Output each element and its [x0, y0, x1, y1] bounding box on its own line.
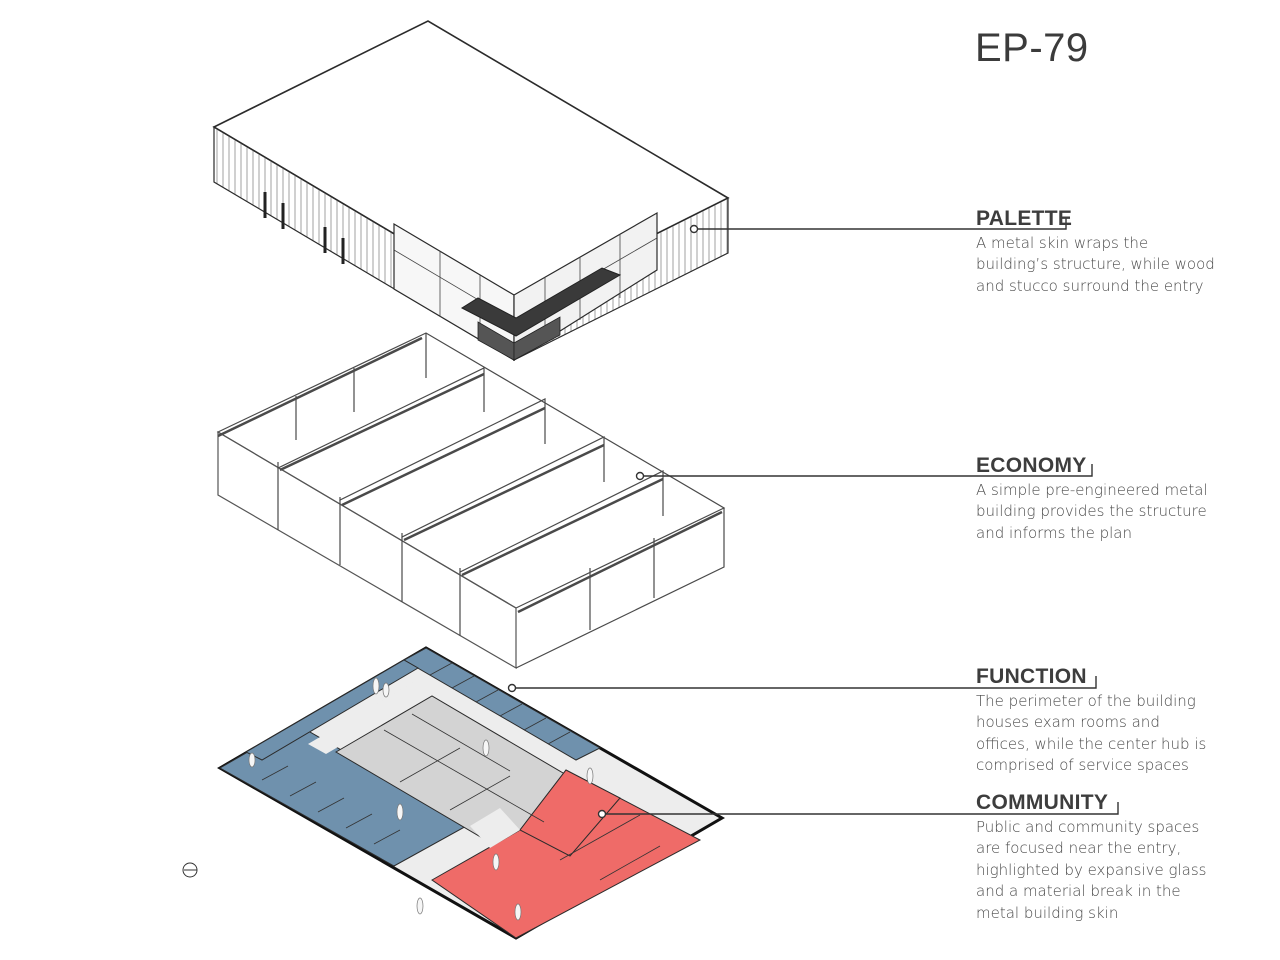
callout-dot-icon [689, 224, 699, 234]
callout-dot-icon [635, 471, 645, 481]
callout-dot-icon [507, 683, 517, 693]
callout-dot-icon [597, 809, 607, 819]
leader-economy [644, 464, 1093, 477]
note-community: COMMUNITY Public and community spaces ar… [976, 791, 1266, 924]
building-shell [212, 20, 730, 362]
note-palette: PALETTE A metal skin wraps the building’… [976, 207, 1266, 297]
floor-plan [217, 646, 725, 940]
note-economy: ECONOMY A simple pre-engineered metal bu… [976, 454, 1266, 544]
note-heading: PALETTE [976, 207, 1073, 230]
page-title: EP-79 [975, 26, 1089, 70]
leader-community [606, 802, 1119, 815]
note-heading: COMMUNITY [976, 791, 1109, 814]
leader-function [516, 676, 1097, 689]
entry-canopy [460, 267, 622, 337]
note-heading: FUNCTION [976, 665, 1087, 688]
leader-palette [698, 217, 1067, 230]
note-function: FUNCTION The perimeter of the building h… [976, 665, 1266, 777]
note-body: A simple pre-engineered metal building p… [976, 481, 1208, 542]
note-heading: ECONOMY [976, 454, 1087, 477]
note-body: The perimeter of the building houses exa… [976, 692, 1207, 775]
exam-rooms-north [402, 647, 602, 761]
note-body: Public and community spaces are focused … [976, 818, 1207, 922]
note-body: A metal skin wraps the building’s struct… [976, 234, 1215, 295]
north-arrow-icon [182, 862, 198, 878]
structural-frame [216, 332, 726, 670]
